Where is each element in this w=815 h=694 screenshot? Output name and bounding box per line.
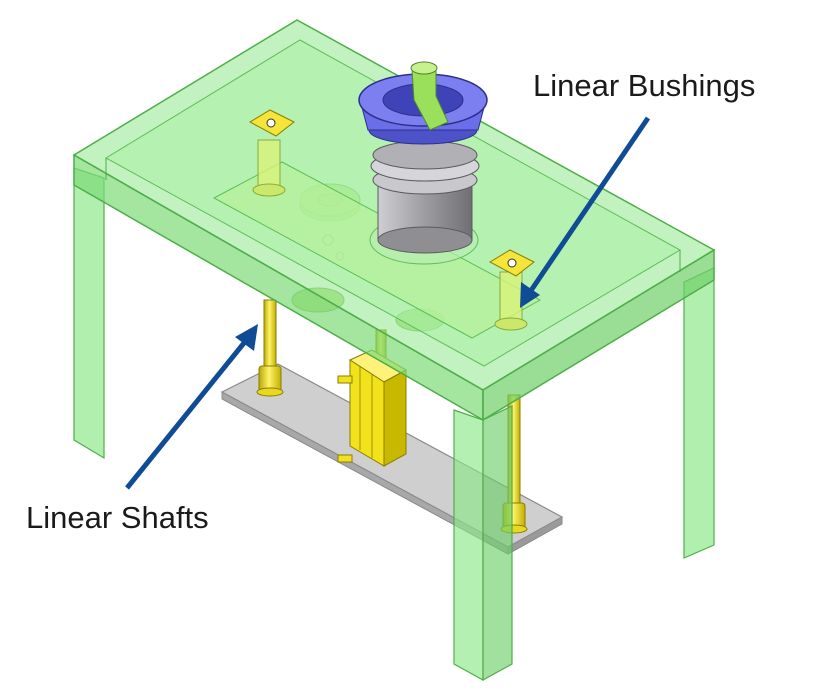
linear-bushing-left: [248, 109, 295, 197]
arrow-to-shafts: [125, 324, 258, 490]
table-leg-front-left: [453, 405, 513, 682]
feed-hopper: [358, 61, 488, 145]
linear-bushing-right: [488, 249, 535, 331]
arrow-to-bushings: [520, 116, 651, 308]
table-leg-back-left: [73, 167, 105, 460]
canister: [369, 140, 480, 265]
linear-shafts-label: Linear Shafts: [26, 500, 209, 535]
linear-shaft-left: [256, 299, 284, 397]
linear-bushings-label: Linear Bushings: [533, 68, 756, 103]
table-leg-back-right: [683, 267, 715, 559]
